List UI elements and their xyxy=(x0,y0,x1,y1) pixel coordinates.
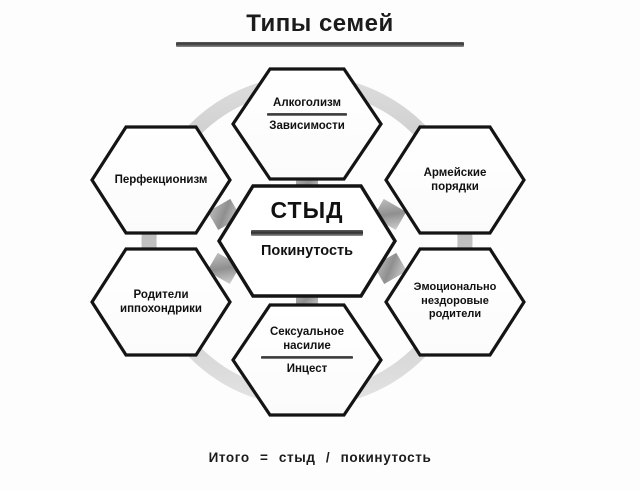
summary-formula: Итого = стыд / покинутость xyxy=(0,450,640,465)
hexagon-sexual-violence[interactable] xyxy=(231,303,383,417)
summary-equals: = xyxy=(260,450,269,465)
hexagon-hypochondriac-parents[interactable] xyxy=(90,247,232,357)
summary-label: Итого xyxy=(208,450,250,465)
summary-separator: / xyxy=(325,450,331,465)
diagram-svg xyxy=(90,67,526,417)
summary-term-two: покинутость xyxy=(340,450,432,465)
page-title: Типы семей xyxy=(246,10,394,37)
connector-to-perfectionism xyxy=(207,198,241,231)
hexagon-hub-diagram: Алкоголизм Зависимости Перфекционизм Арм… xyxy=(0,52,640,442)
title-underline-rule xyxy=(176,42,464,47)
connector-to-army-order xyxy=(373,198,407,231)
connector-to-emotionally-unhealthy-parents xyxy=(373,252,407,285)
hexagon-army-order[interactable] xyxy=(384,125,526,235)
connector-to-hypochondriac-parents xyxy=(207,252,241,285)
hexagon-emotionally-unhealthy-parents[interactable] xyxy=(384,247,526,357)
hexagon-alcoholism[interactable] xyxy=(231,67,383,181)
summary-term-one: стыд xyxy=(278,450,316,465)
page-title-block: Типы семей xyxy=(0,10,640,47)
hexagon-center-shame-shape[interactable] xyxy=(217,184,397,298)
hexagon-perfectionism[interactable] xyxy=(90,125,232,235)
